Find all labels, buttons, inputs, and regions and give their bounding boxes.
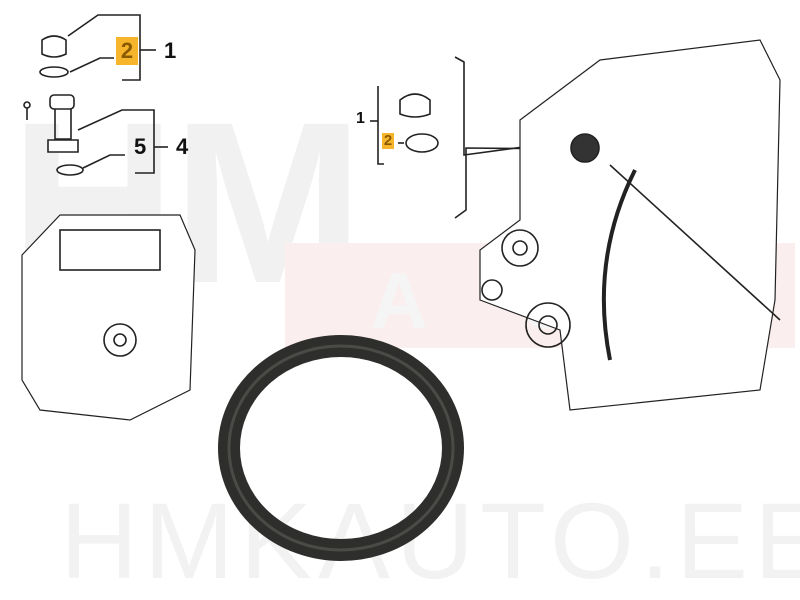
callout-badge-2-left: 2 (116, 37, 138, 65)
callout-badge-2-right: 2 (382, 132, 394, 149)
callout-1-right: 1 (356, 110, 365, 127)
callout-1-left: 1 (164, 38, 177, 63)
callout-4-left: 4 (176, 134, 189, 159)
watermark-a: A (370, 256, 428, 345)
callout-5-left: 5 (134, 134, 147, 159)
